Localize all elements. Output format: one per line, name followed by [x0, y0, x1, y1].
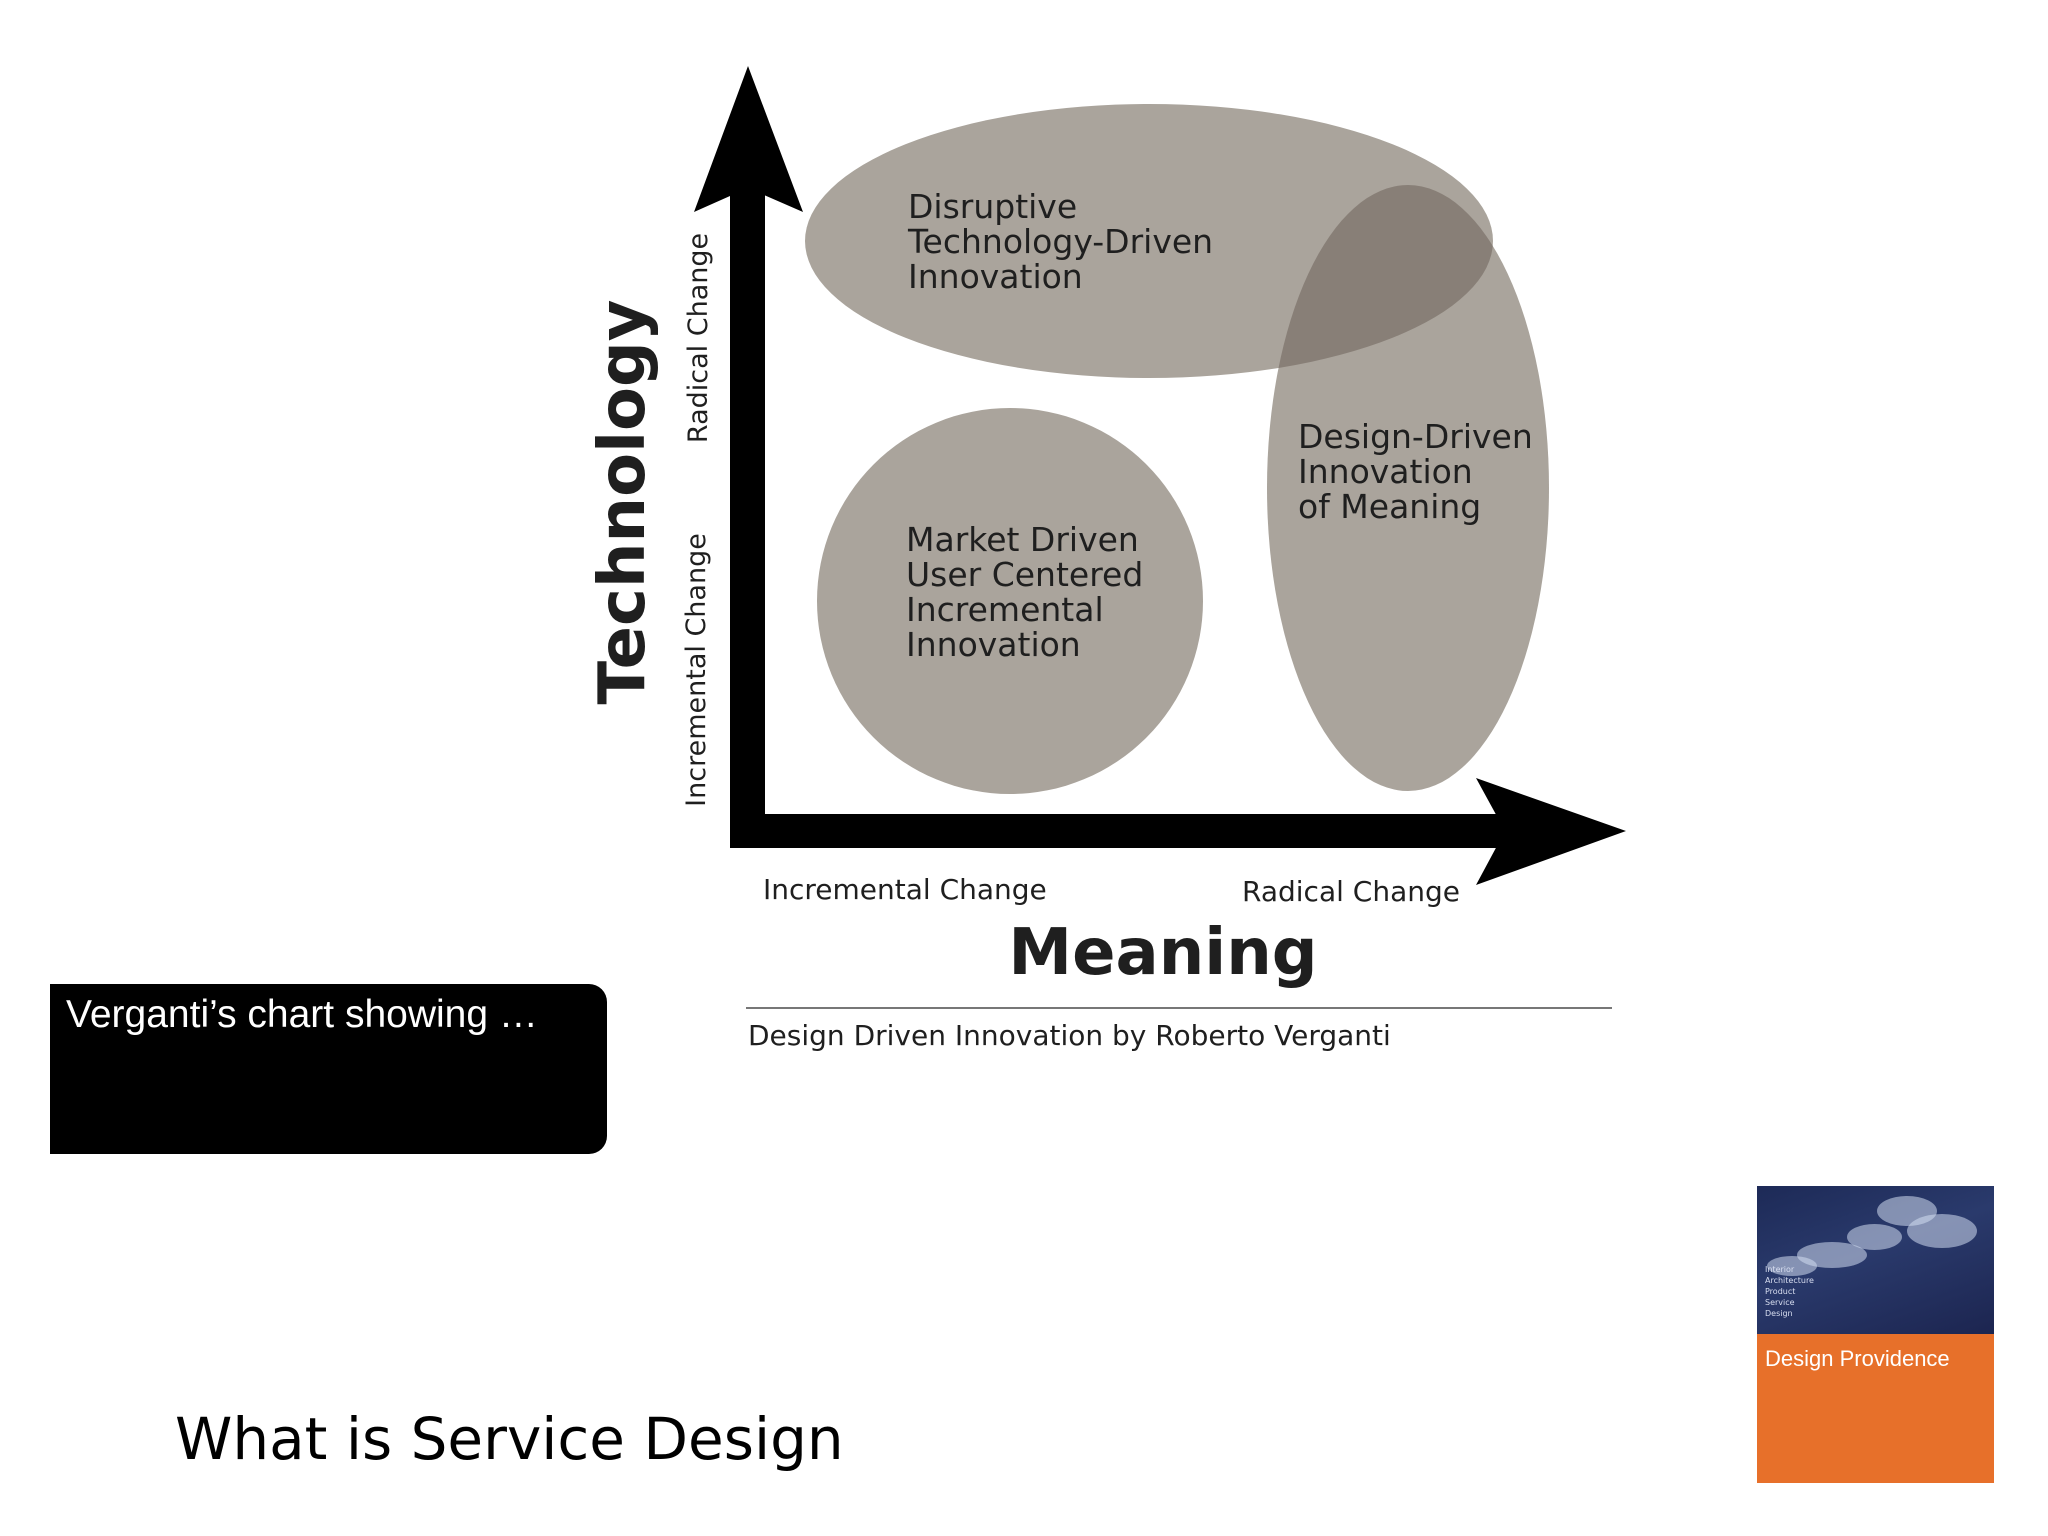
- market-line: Market Driven: [906, 520, 1139, 559]
- market-line: Incremental: [906, 590, 1104, 629]
- design-driven-line: Innovation: [1298, 452, 1473, 491]
- y-axis-title: Technology: [586, 299, 660, 704]
- logo-tagline: Interior Architecture Product Service De…: [1765, 1264, 1814, 1319]
- disruptive-region-label: Disruptive Technology-Driven Innovation: [907, 187, 1224, 296]
- x-axis-arrowhead: [1476, 778, 1626, 885]
- logo-tagline-line: Design: [1765, 1309, 1793, 1318]
- x-axis-low-label: Incremental Change: [763, 873, 1047, 906]
- x-axis-line: [730, 814, 1520, 848]
- x-axis-title: Meaning: [1008, 916, 1317, 990]
- design-providence-logo: Interior Architecture Product Service De…: [1757, 1186, 1994, 1483]
- y-axis-low-label: Incremental Change: [681, 533, 712, 807]
- y-axis-arrowhead: [694, 66, 803, 212]
- logo-orange-panel: Design Providence: [1757, 1334, 1994, 1483]
- y-axis-high-label: Radical Change: [683, 233, 714, 443]
- market-region-label: Market Driven User Centered Incremental …: [906, 520, 1154, 664]
- market-driven-region: [817, 408, 1203, 794]
- logo-tagline-line: Service: [1765, 1298, 1795, 1307]
- logo-sky-image: Interior Architecture Product Service De…: [1757, 1186, 1994, 1334]
- disruptive-line: Innovation: [908, 257, 1083, 296]
- logo-name: Design Providence: [1765, 1346, 1950, 1371]
- slide-title: What is Service Design: [175, 1405, 844, 1473]
- market-line: Innovation: [906, 625, 1081, 664]
- caption-text: Verganti’s chart showing …: [66, 993, 538, 1036]
- disruptive-line: Disruptive: [908, 187, 1077, 226]
- design-driven-region-label: Design-Driven Innovation of Meaning: [1298, 417, 1543, 526]
- logo-tagline-line: Product: [1765, 1287, 1796, 1296]
- disruptive-line: Technology-Driven: [907, 222, 1213, 261]
- market-line: User Centered: [906, 555, 1143, 594]
- logo-tagline-line: Architecture: [1765, 1276, 1814, 1285]
- design-driven-line: of Meaning: [1298, 487, 1481, 526]
- caption-box: Verganti’s chart showing …: [50, 984, 607, 1154]
- logo-tagline-line: Interior: [1765, 1265, 1795, 1274]
- design-driven-line: Design-Driven: [1298, 417, 1533, 456]
- x-axis-high-label: Radical Change: [1242, 875, 1460, 908]
- source-credit: Design Driven Innovation by Roberto Verg…: [748, 1019, 1391, 1052]
- y-axis-line: [730, 175, 765, 848]
